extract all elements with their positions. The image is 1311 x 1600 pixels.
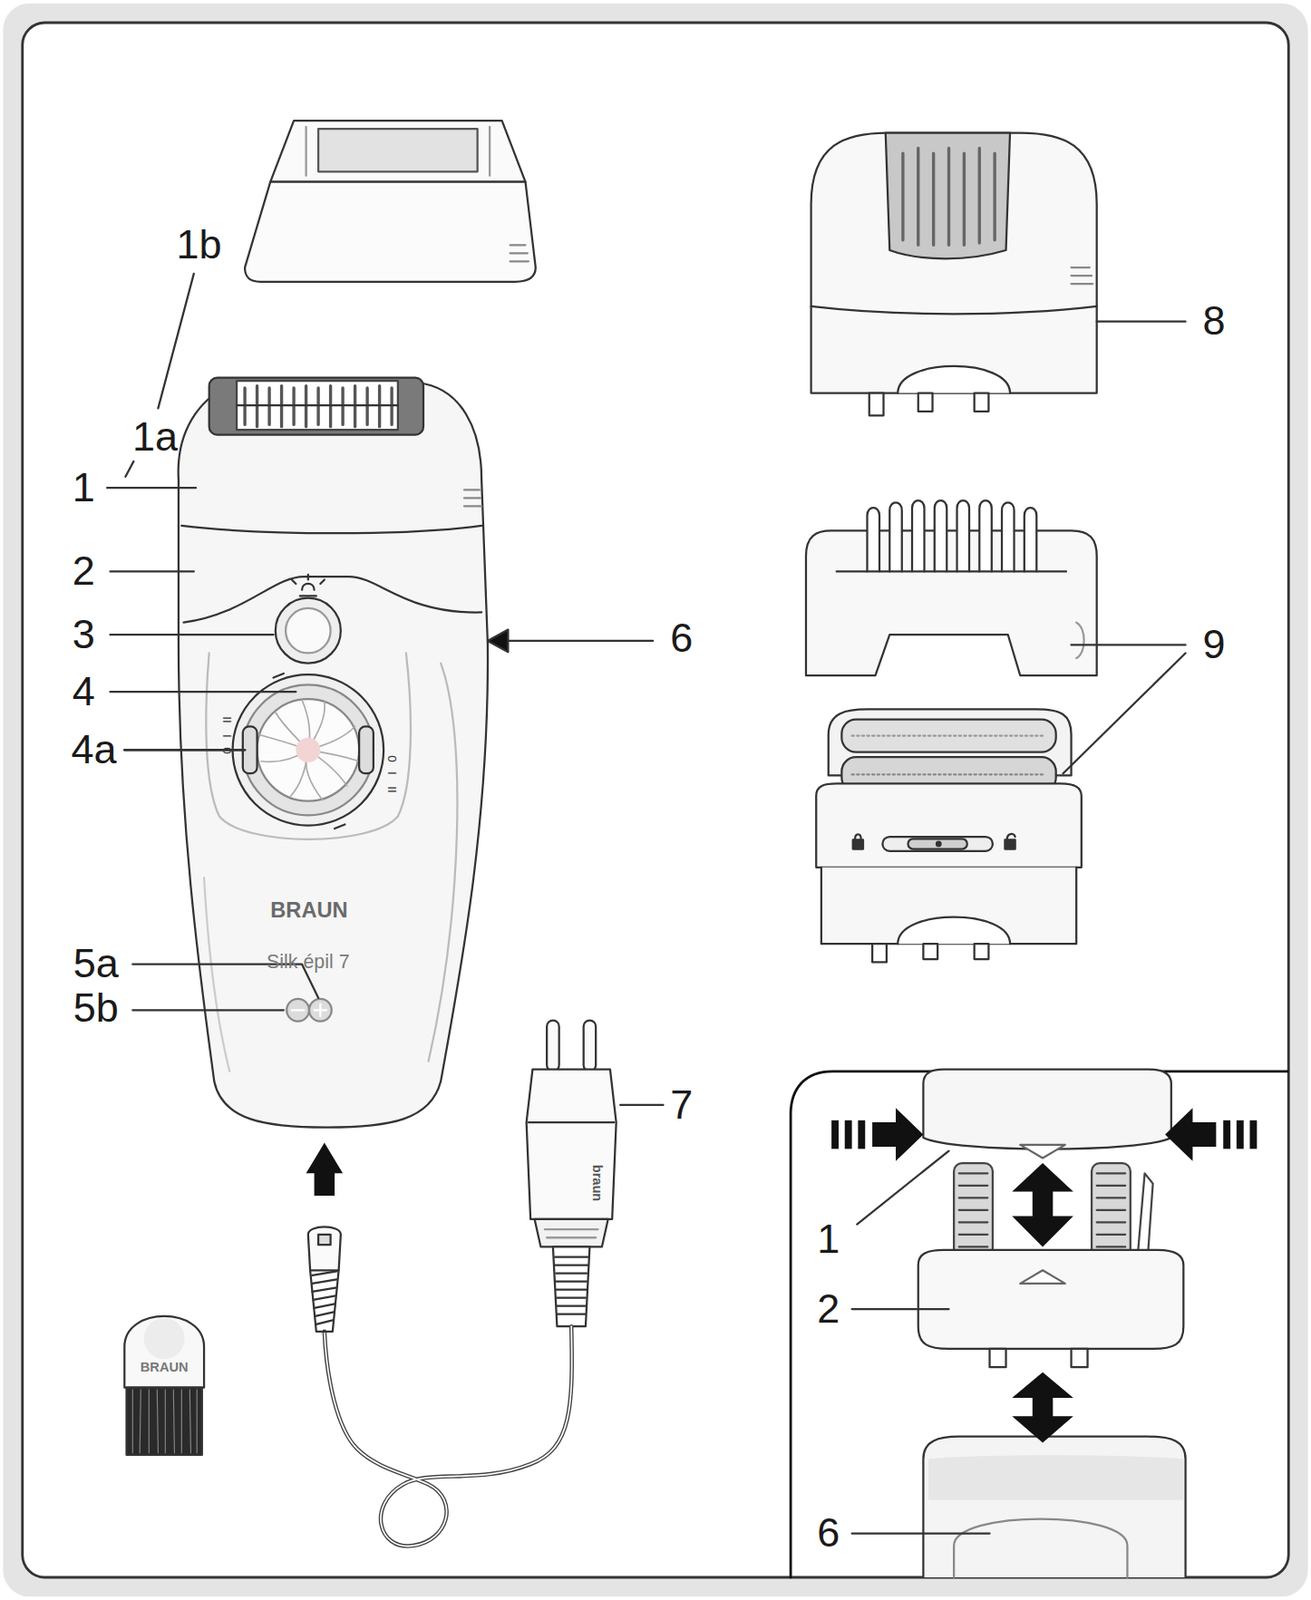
callout-number: 1b bbox=[175, 224, 222, 266]
callout-number: 9 bbox=[1203, 624, 1226, 666]
switch-mark: II bbox=[220, 717, 234, 725]
callout-number: 2 bbox=[816, 1288, 840, 1330]
switch-mark: II bbox=[385, 786, 399, 794]
callout-number: 8 bbox=[1203, 301, 1226, 342]
callout-number: 4 bbox=[72, 670, 96, 712]
model-text: Silk épil 7 bbox=[266, 953, 350, 973]
callout-number: 5a bbox=[73, 943, 119, 985]
callout-number: 7 bbox=[670, 1084, 693, 1126]
brand-text: BRAUN bbox=[270, 900, 348, 923]
switch-mark: 0 bbox=[220, 747, 234, 755]
switch-mark: I bbox=[385, 771, 399, 776]
callout-number: 1 bbox=[816, 1219, 840, 1261]
callout-number: 3 bbox=[72, 613, 96, 655]
callout-number: 6 bbox=[670, 618, 693, 660]
callout-number: 6 bbox=[816, 1513, 840, 1554]
switch-mark: I bbox=[220, 735, 234, 739]
switch-mark: 0 bbox=[385, 755, 399, 763]
brand-text: BRAUN bbox=[140, 1360, 189, 1375]
callout-number: 1 bbox=[72, 466, 96, 508]
callout-number: 4a bbox=[70, 729, 117, 771]
callout-number: 1a bbox=[132, 416, 178, 457]
callout-number: 5b bbox=[73, 987, 119, 1029]
callout-number: 2 bbox=[72, 551, 96, 593]
brand-text: braun bbox=[591, 1165, 605, 1203]
